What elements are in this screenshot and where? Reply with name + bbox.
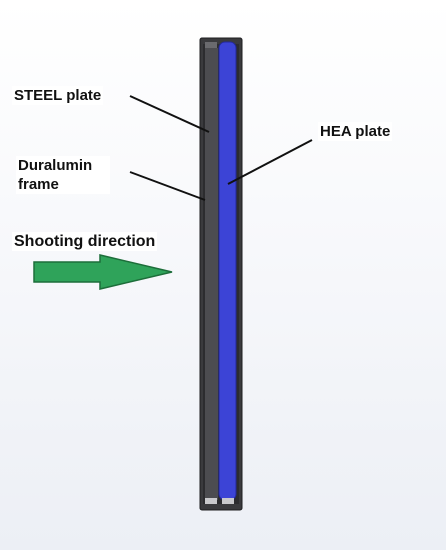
steel-plate-leader	[129, 95, 210, 133]
frame-highlight-bottom	[205, 498, 217, 504]
duralumin-frame-leader	[129, 171, 206, 201]
steel-plate	[205, 48, 218, 500]
duralumin-frame-label: Duralumin frame	[16, 156, 110, 194]
steel-plate-label: STEEL plate	[12, 86, 104, 105]
frame-highlight-bottom-2	[222, 498, 234, 504]
hea-plate-leader	[227, 139, 313, 185]
frame-highlight-top	[205, 42, 217, 48]
shooting-direction-label: Shooting direction	[12, 232, 158, 251]
hea-plate	[218, 41, 237, 501]
shooting-direction-arrow	[33, 254, 173, 290]
hea-plate-label: HEA plate	[318, 122, 393, 141]
